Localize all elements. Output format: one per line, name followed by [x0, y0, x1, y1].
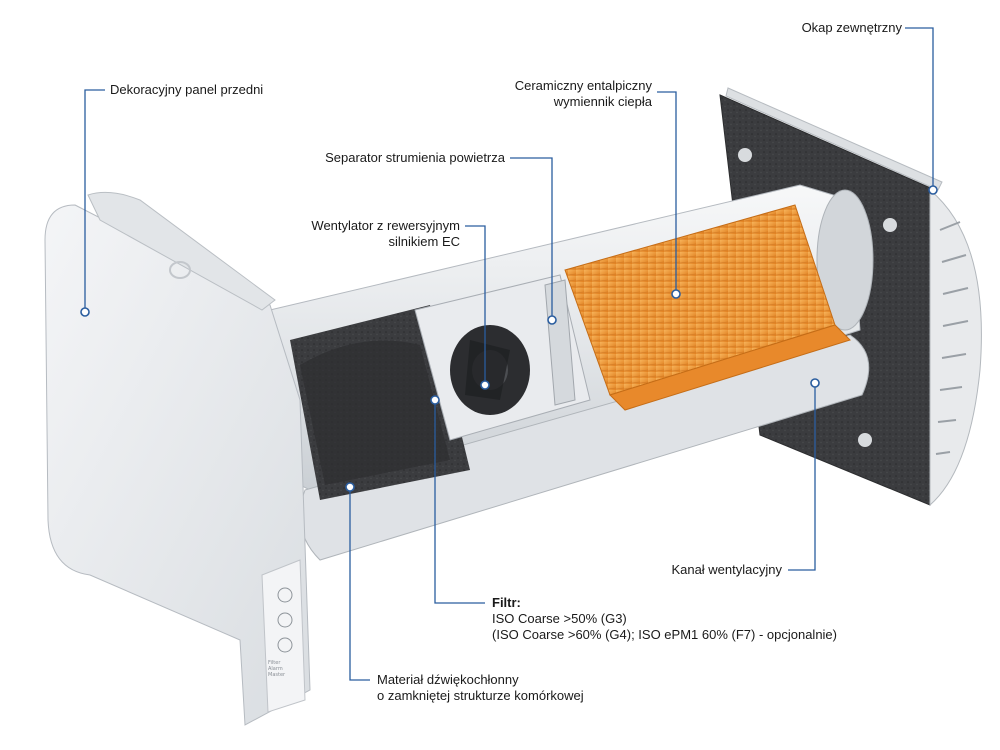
callout-line-filter: [434, 400, 485, 604]
label-filter-line1: ISO Coarse >50% (G3): [492, 611, 627, 626]
control-panel-labels: Filter Alarm Master: [268, 660, 285, 678]
label-external-hood: Okap zewnętrzny: [801, 20, 902, 35]
indicator-alarm: Alarm: [268, 666, 283, 672]
label-insulation-line1: Materiał dźwiękochłonny: [377, 672, 519, 687]
callout-line-front-panel: [84, 89, 105, 312]
callout-line-insulation: [349, 487, 370, 681]
marker-external-hood: [928, 185, 938, 195]
indicator-filter: Filter: [268, 660, 281, 666]
callout-line-external-hood: [905, 27, 934, 190]
marker-filter: [430, 395, 440, 405]
heat-exchanger-shape: [564, 204, 851, 411]
callout-line-separator: [510, 157, 553, 320]
label-heat-exchanger: Ceramiczny entalpiczny wymiennik ciepła: [515, 78, 652, 110]
callout-lines: [84, 27, 934, 681]
label-filter-line2: (ISO Coarse >60% (G4); ISO ePM1 60% (F7)…: [492, 627, 837, 642]
label-ventilation-duct: Kanał wentylacyjny: [671, 562, 782, 577]
callout-markers: [80, 185, 938, 492]
label-heat-exchanger-line1: Ceramiczny entalpiczny: [514, 78, 652, 93]
marker-duct: [810, 378, 820, 388]
label-insulation: Materiał dźwiękochłonny o zamkniętej str…: [377, 672, 584, 704]
label-filter: Filtr: ISO Coarse >50% (G3) (ISO Coarse …: [492, 595, 837, 643]
label-front-panel: Dekoracyjny panel przedni: [110, 82, 264, 97]
callout-line-heat-exchanger: [657, 91, 677, 294]
marker-fan: [480, 380, 490, 390]
marker-heat-exchanger: [671, 289, 681, 299]
label-insulation-line2: o zamkniętej strukturze komórkowej: [377, 688, 584, 703]
label-heat-exchanger-line2: wymiennik ciepła: [553, 94, 652, 109]
label-airflow-separator: Separator strumienia powietrza: [325, 150, 505, 165]
label-fan: Wentylator z rewersyjnym silnikiem EC: [311, 218, 460, 250]
fan-shape: [414, 274, 591, 441]
label-filter-title: Filtr:: [492, 595, 521, 610]
indicator-master: Master: [268, 672, 286, 678]
front-panel-shape: [44, 191, 311, 726]
label-fan-line1: Wentylator z rewersyjnym: [311, 218, 460, 233]
callout-line-fan: [465, 225, 486, 385]
callout-line-duct: [788, 383, 816, 571]
marker-insulation: [345, 482, 355, 492]
marker-front-panel: [80, 307, 90, 317]
sound-insulation-shape: [290, 305, 470, 500]
marker-separator: [547, 315, 557, 325]
label-fan-line2: silnikiem EC: [388, 234, 460, 249]
